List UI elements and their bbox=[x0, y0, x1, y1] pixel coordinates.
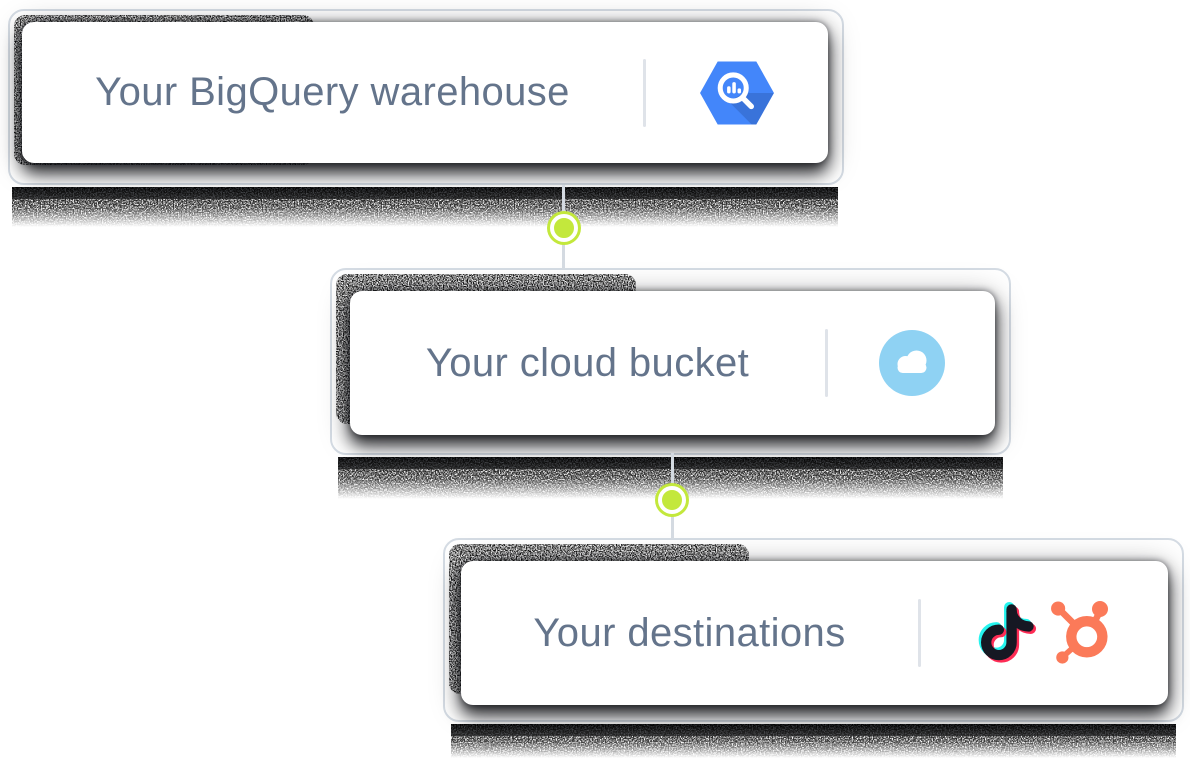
node-icon-zone bbox=[828, 330, 995, 396]
node-icon-zone bbox=[646, 49, 828, 137]
connector-dot bbox=[655, 483, 689, 517]
tiktok-icon bbox=[978, 601, 1036, 663]
cloud-bucket-icon bbox=[878, 330, 945, 396]
node-card: Your cloud bucket bbox=[350, 291, 995, 435]
grain-shadow-band bbox=[12, 187, 838, 227]
connector-dot bbox=[547, 211, 581, 245]
node-card: Your BigQuery warehouse bbox=[22, 22, 828, 163]
node-bigquery-warehouse: Your BigQuery warehouse bbox=[8, 9, 844, 227]
node-frame: Your destinations bbox=[443, 538, 1184, 722]
node-label: Your cloud bucket bbox=[425, 340, 750, 385]
node-icon-zone bbox=[921, 600, 1168, 666]
node-frame: Your BigQuery warehouse bbox=[8, 9, 844, 185]
node-destinations: Your destinations bbox=[443, 538, 1184, 758]
node-card: Your destinations bbox=[461, 561, 1168, 705]
grain-shadow-band bbox=[451, 724, 1176, 758]
label-icon-divider bbox=[643, 58, 646, 127]
node-label: Your BigQuery warehouse bbox=[95, 70, 570, 114]
label-icon-divider bbox=[918, 599, 921, 667]
node-frame: Your cloud bucket bbox=[330, 268, 1011, 455]
node-label: Your destinations bbox=[533, 610, 846, 655]
bigquery-icon bbox=[700, 61, 774, 124]
hubspot-icon bbox=[1050, 601, 1108, 664]
node-cloud-bucket: Your cloud bucket bbox=[330, 268, 1011, 499]
label-icon-divider bbox=[825, 329, 828, 397]
